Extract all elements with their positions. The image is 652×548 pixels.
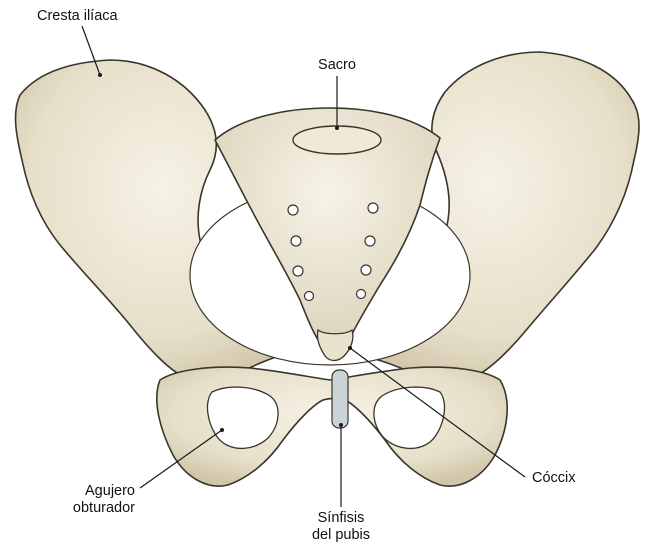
- sacral-foramen: [293, 266, 303, 276]
- sacral-foramen: [291, 236, 301, 246]
- pointer-dot: [98, 73, 102, 77]
- label-symphysis-line1: Sínfisis: [296, 510, 386, 527]
- sacral-promontory: [293, 126, 381, 154]
- sacral-foramen: [288, 205, 298, 215]
- pubic-symphysis-cartilage: [332, 370, 348, 428]
- sacral-foramen: [357, 290, 366, 299]
- label-obturator-line1: Agujero: [60, 483, 135, 500]
- label-iliac-crest: Cresta ilíaca: [37, 8, 118, 25]
- sacral-foramen: [365, 236, 375, 246]
- label-symphysis-line2: del pubis: [296, 527, 386, 544]
- sacral-foramen: [368, 203, 378, 213]
- pointer-dot: [348, 346, 352, 350]
- label-sacrum: Sacro: [307, 57, 367, 74]
- sacral-foramen: [361, 265, 371, 275]
- pointer-dot: [220, 428, 224, 432]
- pointer-dot: [335, 126, 339, 130]
- pointer-dot: [339, 423, 343, 427]
- label-obturator-line2: obturador: [60, 500, 135, 517]
- sacral-foramen: [305, 292, 314, 301]
- label-coccyx: Cóccix: [532, 470, 576, 487]
